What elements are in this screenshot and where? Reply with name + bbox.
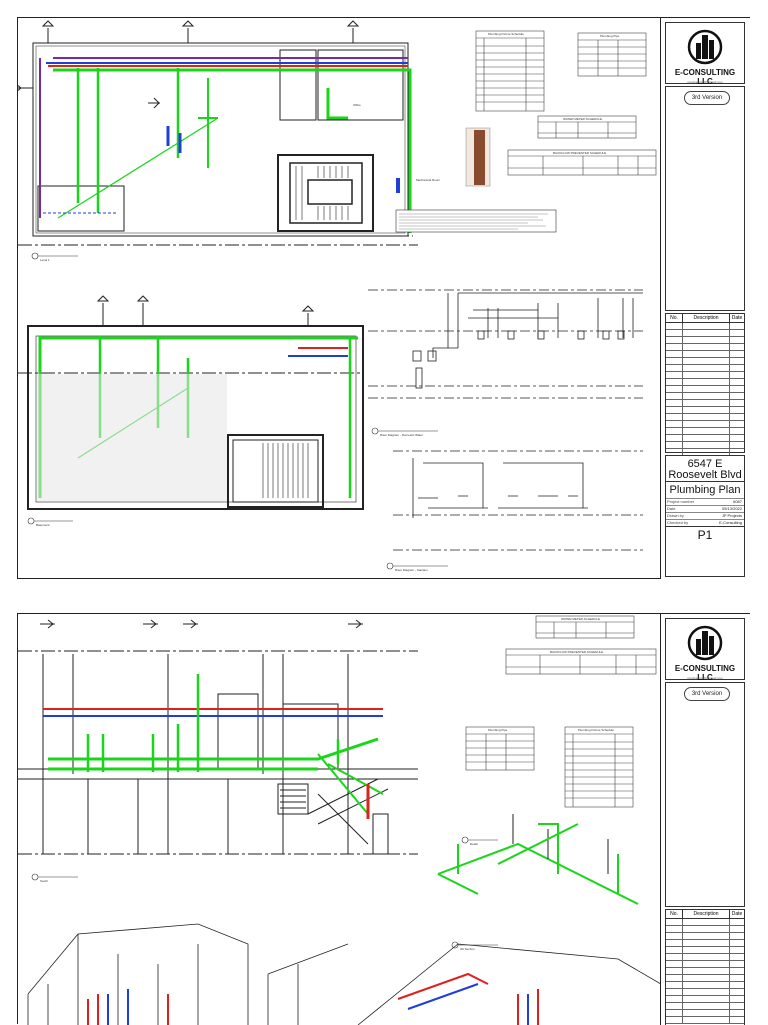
section-drawing [18, 615, 679, 1025]
pipe-schedule-title-2: Plumbing Pipe [488, 728, 508, 732]
info-value: 05/13/2022 [721, 506, 742, 511]
info-value: JP Projects [721, 513, 742, 518]
room-label-mechanical: Mechanical Room [416, 178, 441, 182]
backflow-schedule-title-2: BACKFLOW PREVENTER SCHEDULE [550, 650, 604, 654]
rev-header-description: Description [683, 314, 730, 322]
building-logo-icon [687, 625, 723, 661]
company-suffix: LLC [697, 77, 713, 86]
company-logo-2: E-CONSULTING LLC gyuchapetta@hotmail.com [665, 618, 745, 682]
info-label: Date [667, 506, 676, 511]
info-value: E-Consulting [719, 520, 742, 525]
meter-schedule-title-2: WATER METER SCHEDULE [561, 617, 601, 621]
sheet-number: P1 [666, 526, 744, 543]
meter-schedule-title: WATER METER SCHEDULE [563, 117, 603, 121]
rev-header-description-2: Description [683, 910, 730, 918]
info-value: 6087 [733, 499, 742, 504]
riser-sanitary-label: Riser Diagram - Sanitary [395, 568, 428, 572]
version-cloud-2: 3rd Version [684, 687, 730, 701]
fixture-schedule-title: Plumbing Fixture Schedule [488, 32, 524, 36]
rev-header-date-2: Date [731, 911, 743, 917]
title-block: E-CONSULTING LLC gyuchapetta@hotmail.com… [660, 18, 750, 579]
company-email-2: gyuchapetta@hotmail.com [687, 676, 723, 680]
page-gap [0, 580, 768, 612]
rev-header-no-2: No. [666, 910, 683, 918]
section-label: South [40, 879, 48, 883]
project-name: 6547 E Roosevelt Blvd [668, 458, 742, 481]
plumbing-sheet-2: South 3D Section Detail WATER METER SCHE… [17, 613, 750, 1025]
version-cloud: 3rd Version [684, 91, 730, 105]
revision-table-2: No. Description Date [665, 909, 745, 1025]
room-label-office: Office [353, 103, 361, 107]
info-label: Drawn by [667, 513, 684, 518]
section-detail-label: Detail [470, 842, 478, 846]
rev-header-no: No. [666, 314, 683, 322]
level1-label: Level 1 [40, 258, 50, 262]
plumbing-sheet-1: Level 1 Basement Riser Diagram - Domesti… [17, 17, 750, 579]
version-area-2: 3rd Version [665, 682, 745, 907]
basement-label: Basement [36, 523, 50, 527]
project-info: 6547 E Roosevelt Blvd Plumbing Plan Proj… [665, 455, 745, 577]
info-label: Project number [667, 499, 695, 504]
company-suffix-2: LLC [697, 673, 713, 682]
pipe-schedule-title: Plumbing Pipe [600, 34, 620, 38]
backflow-schedule-title: BACKFLOW PREVENTER SCHEDULE [553, 151, 607, 155]
title-block-2: E-CONSULTING LLC gyuchapetta@hotmail.com… [660, 614, 750, 1025]
company-logo: E-CONSULTING LLC gyuchapetta@hotmail.com [665, 22, 745, 86]
sheet-title: Plumbing Plan [666, 481, 744, 498]
info-label: Checked by [667, 520, 689, 525]
fixture-schedule-title-2: Plumbing Fixture Schedule [578, 728, 614, 732]
plumbing-plan-drawing [18, 20, 657, 570]
company-email: gyuchapetta@hotmail.com [687, 80, 723, 84]
revision-table: No. Description Date [665, 313, 745, 456]
riser-domestic-label: Riser Diagram - Domestic Water [380, 433, 424, 437]
company-name: E-CONSULTING [674, 68, 736, 77]
rev-header-date: Date [731, 315, 743, 321]
building-logo-icon [687, 29, 723, 65]
iso-label: 3D Section [460, 947, 475, 951]
level1-outline [32, 42, 409, 237]
version-area: 3rd Version [665, 86, 745, 311]
company-name-2: E-CONSULTING [674, 664, 736, 673]
